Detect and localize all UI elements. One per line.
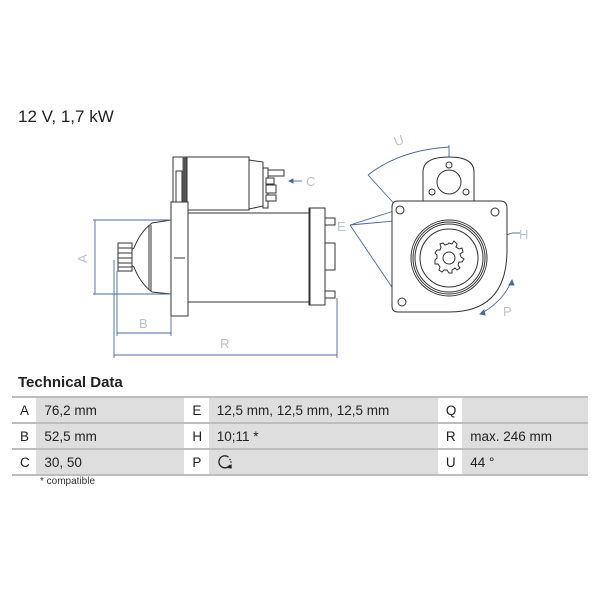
starter-motor-diagram: A B C E H P R U — [75, 132, 528, 358]
spec-value: 30, 50 — [36, 448, 185, 476]
label-B: B — [139, 316, 148, 331]
label-H: H — [519, 227, 528, 242]
spec-value: 12,5 mm, 12,5 mm, 12,5 mm — [208, 396, 438, 423]
label-R: R — [220, 336, 229, 351]
spec-key: A — [12, 396, 37, 423]
spec-value: 44 ° — [462, 448, 588, 476]
table-row: A 76,2 mm E 12,5 mm, 12,5 mm, 12,5 mm Q — [12, 396, 588, 423]
spec-key: Q — [437, 396, 463, 423]
spec-value: 76,2 mm — [36, 396, 185, 423]
spec-value-rotation — [208, 448, 438, 476]
label-U: U — [392, 132, 406, 149]
spec-key: B — [12, 422, 37, 449]
spec-key: U — [437, 448, 463, 476]
spec-value: 10;11 * — [208, 422, 438, 449]
clockwise-rotation-icon — [217, 455, 232, 469]
spec-value: 52,5 mm — [36, 422, 185, 449]
spec-heading: 12 V, 1,7 kW — [18, 107, 114, 126]
label-P: P — [503, 304, 512, 319]
spec-key: P — [184, 448, 209, 476]
table-row: C 30, 50 P U 44 ° — [12, 448, 588, 476]
spec-value — [462, 396, 588, 423]
side-view — [117, 156, 336, 317]
label-C: C — [306, 174, 315, 189]
label-A: A — [75, 254, 90, 263]
front-view — [391, 156, 508, 313]
spec-value: max. 246 mm — [462, 422, 588, 449]
footnote: * compatible — [40, 476, 96, 487]
spec-key: R — [437, 422, 463, 449]
spec-key: H — [184, 422, 209, 449]
spec-key: C — [12, 448, 37, 476]
technical-data-title: Technical Data — [18, 374, 123, 391]
table-row: B 52,5 mm H 10;11 * R max. 246 mm — [12, 422, 588, 449]
spec-key: E — [184, 396, 209, 423]
technical-data-table: A 76,2 mm E 12,5 mm, 12,5 mm, 12,5 mm Q … — [12, 396, 588, 476]
label-E: E — [337, 219, 346, 234]
